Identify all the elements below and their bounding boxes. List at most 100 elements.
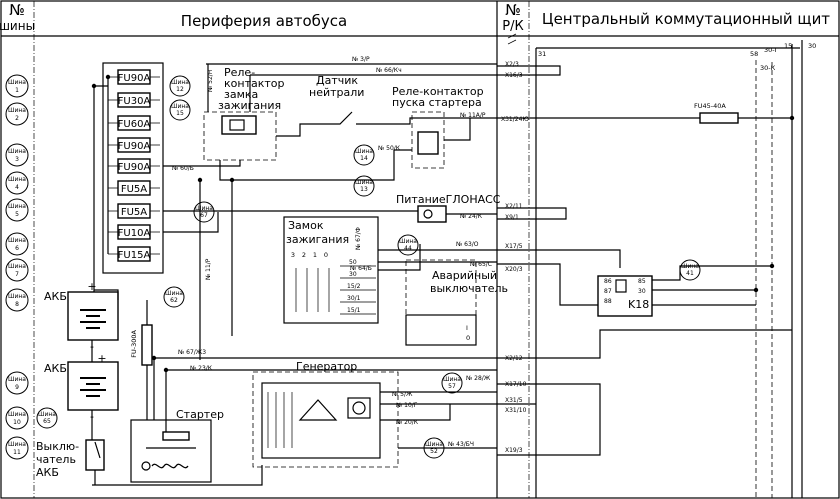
svg-text:№ 43/БЧ: № 43/БЧ (448, 441, 474, 448)
svg-text:№ 67/Ф: № 67/Ф (355, 227, 362, 250)
svg-text:зажигания: зажигания (286, 233, 349, 246)
svg-text:№ 64/Б: № 64/Б (350, 265, 372, 272)
svg-text:Датчик: Датчик (316, 74, 358, 87)
svg-text:№ 63/О: № 63/О (456, 241, 479, 248)
svg-text:№ 11А/Р: № 11А/Р (460, 112, 486, 119)
connector-label-group: X2/3 X16/3 X31/24Ю X2/11 X9/1 X17/5 X20/… (501, 33, 529, 454)
svg-text:Шина: Шина (171, 103, 189, 110)
svg-text:Выклю-: Выклю- (36, 440, 79, 453)
starter: Стартер (130, 408, 224, 483)
svg-text:№ 11/Р: № 11/Р (205, 258, 212, 280)
wire-label-group: № 3/Р № 66/Кч № 52/Н № 11А/Р № 50/К № 60… (172, 56, 492, 448)
svg-text:X31/10: X31/10 (505, 407, 527, 414)
svg-text:86: 86 (604, 278, 612, 285)
svg-text:+: + (97, 352, 106, 365)
svg-text:ПитаниеГЛОНАСС: ПитаниеГЛОНАСС (396, 193, 501, 206)
svg-text:30/1: 30/1 (347, 295, 361, 302)
svg-text:FU5A: FU5A (121, 207, 147, 218)
svg-text:0: 0 (324, 251, 328, 259)
svg-text:FU10A: FU10A (118, 228, 151, 239)
svg-text:Шина: Шина (8, 293, 26, 300)
svg-text:Реле-контактор: Реле-контактор (392, 85, 484, 98)
svg-text:Шина: Шина (399, 238, 417, 245)
relay-ignition-lock: Реле- контактор замка зажигания (203, 66, 284, 161)
rk-subtitle: Р/К (502, 19, 523, 34)
svg-text:Шина: Шина (8, 411, 26, 418)
svg-text:50: 50 (349, 259, 357, 266)
svg-text:Шина: Шина (8, 376, 26, 383)
svg-text:88: 88 (604, 298, 612, 305)
junction-dots (91, 74, 795, 373)
svg-text:Шина: Шина (8, 107, 26, 114)
fuse-8: FU10A (117, 224, 151, 240)
svg-text:62: 62 (170, 297, 178, 304)
svg-text:X17/5: X17/5 (505, 243, 523, 250)
svg-text:65: 65 (43, 418, 51, 425)
svg-text:Аварийный: Аварийный (432, 269, 497, 282)
svg-text:FU60A: FU60A (118, 119, 151, 130)
emergency-switch: Аварийный выключатель I 0 (405, 259, 508, 346)
svg-text:№ 60/Б: № 60/Б (172, 165, 194, 172)
fuse-3: FU60A (117, 115, 151, 131)
svg-text:X19/3: X19/3 (505, 447, 523, 454)
relay-k18: 86 85 87 30 88 K18 (597, 265, 772, 317)
svg-text:АКБ: АКБ (44, 362, 67, 375)
svg-text:15: 15 (176, 110, 184, 117)
svg-text:10: 10 (13, 419, 21, 426)
svg-text:41: 41 (686, 270, 694, 277)
svg-text:30: 30 (808, 42, 816, 50)
svg-text:пуска стартера: пуска стартера (392, 96, 482, 109)
svg-text:14: 14 (360, 155, 368, 162)
svg-text:7: 7 (15, 271, 19, 278)
fuse-300a: FU-300A (130, 300, 153, 420)
svg-text:Шина: Шина (8, 148, 26, 155)
svg-text:9: 9 (15, 384, 19, 391)
svg-text:№ 3/Р: № 3/Р (352, 56, 370, 63)
central-title: Центральный коммутационный щит (542, 10, 830, 28)
svg-text:2: 2 (15, 115, 19, 122)
svg-text:12: 12 (176, 86, 184, 93)
svg-text:Шина: Шина (355, 179, 373, 186)
generator: Генератор (252, 360, 399, 468)
svg-text:Шина: Шина (171, 79, 189, 86)
svg-text:FU90A: FU90A (118, 141, 151, 152)
svg-text:15: 15 (784, 42, 792, 50)
svg-text:Шина: Шина (8, 441, 26, 448)
svg-text:30: 30 (349, 271, 357, 278)
bus-no-subtitle: шины (0, 19, 35, 33)
svg-text:АКБ: АКБ (44, 290, 67, 303)
svg-text:Замок: Замок (288, 219, 324, 232)
fuse-9: FU15A (117, 246, 151, 262)
svg-text:31: 31 (538, 50, 546, 58)
svg-text:№ 52/Н: № 52/Н (207, 70, 214, 92)
svg-text:контактор: контактор (224, 77, 284, 90)
svg-text:№ 66/Кч: № 66/Кч (376, 67, 402, 74)
bus-no-title: № (9, 1, 25, 19)
svg-text:85: 85 (638, 278, 646, 285)
battery-switch: Выклю- чатель АКБ (36, 439, 105, 485)
svg-text:FU15A: FU15A (118, 250, 151, 261)
svg-text:44: 44 (404, 245, 412, 252)
svg-text:№ 28/Ж: № 28/Ж (466, 375, 491, 382)
svg-text:58: 58 (750, 50, 758, 58)
rk-title: № (505, 1, 521, 19)
svg-text:выключатель: выключатель (430, 282, 508, 295)
starter-relay: Реле-контактор пуска стартера (392, 85, 484, 169)
svg-text:2: 2 (302, 251, 306, 259)
svg-text:11: 11 (13, 449, 21, 456)
